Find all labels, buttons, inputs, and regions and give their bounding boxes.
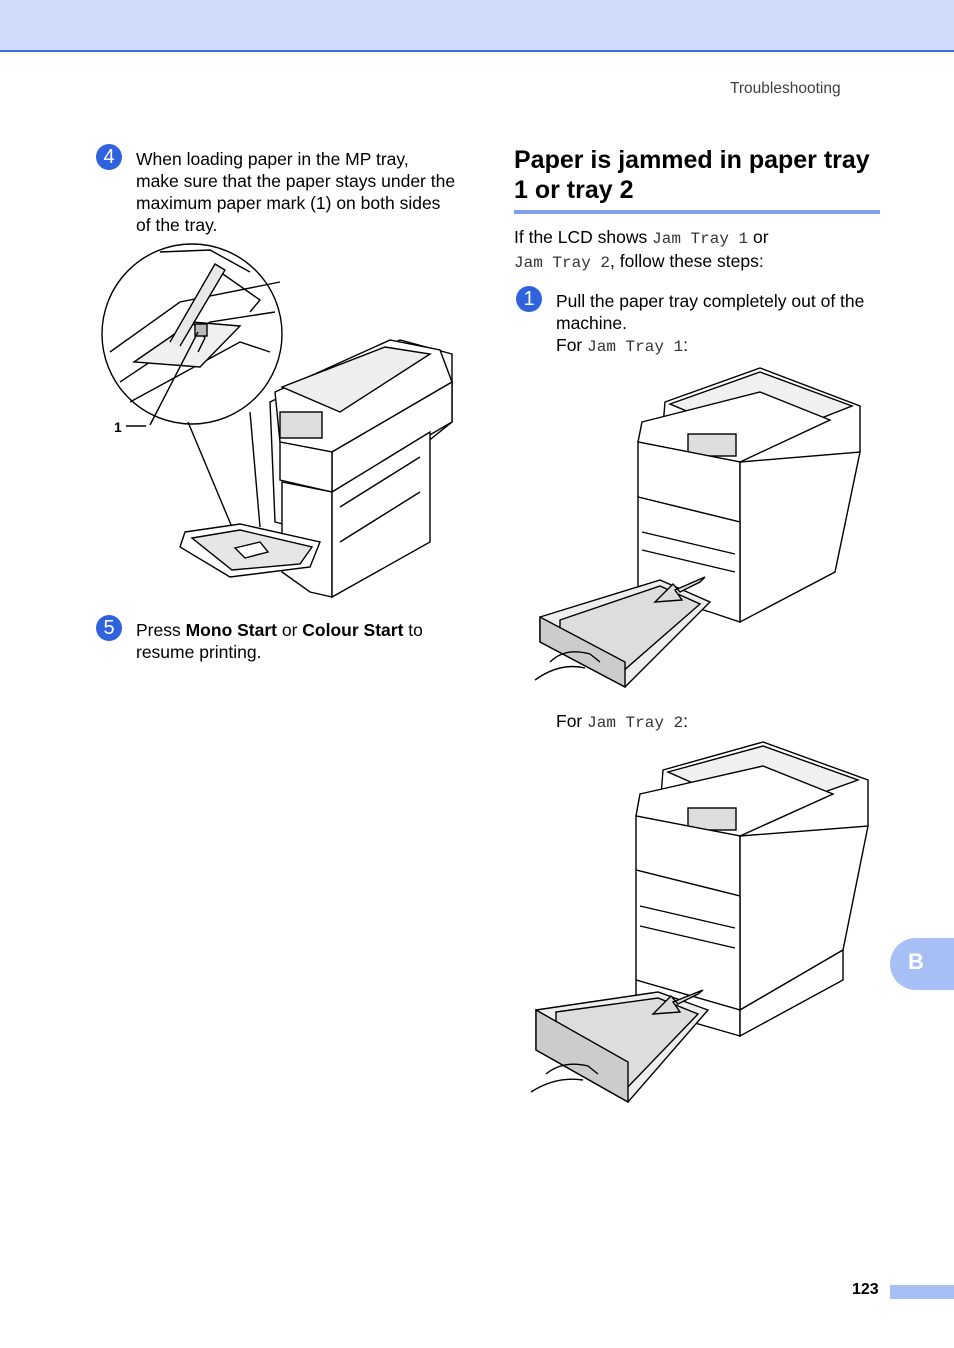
appendix-tab[interactable]: B xyxy=(890,938,954,990)
step-5-text: Press Mono Start or Colour Start to resu… xyxy=(136,620,423,662)
step-badge-4: 4 xyxy=(96,144,122,170)
for-tray-2: For Jam Tray 2: xyxy=(556,711,689,732)
mono-start-label: Mono Start xyxy=(185,620,277,640)
title-rule xyxy=(514,210,880,214)
lcd-message-2: Jam Tray 2 xyxy=(514,254,611,272)
callout-label-1: 1 xyxy=(114,419,122,435)
header-band xyxy=(0,0,954,52)
appendix-tab-label: B xyxy=(908,949,924,974)
step-badge-1: 1 xyxy=(516,286,542,312)
for-tray-1: For Jam Tray 1: xyxy=(556,335,689,356)
intro-text: If the LCD shows Jam Tray 1 or Jam Tray … xyxy=(514,227,769,272)
step-4-text: When loading paper in the MP tray, make … xyxy=(136,149,456,235)
page-number: 123 xyxy=(852,1281,879,1298)
mp-tray-illustration xyxy=(101,243,453,599)
running-head: Troubleshooting xyxy=(730,80,841,97)
step-badge-5: 5 xyxy=(96,615,122,641)
step-1-text: Pull the paper tray completely out of th… xyxy=(556,291,865,333)
tray-2-illustration xyxy=(530,741,869,1104)
page-number-bar xyxy=(890,1285,954,1299)
lcd-message-1: Jam Tray 1 xyxy=(652,230,749,248)
tray-1-illustration xyxy=(534,367,861,689)
colour-start-label: Colour Start xyxy=(302,620,404,640)
section-title: Paper is jammed in paper tray 1 or tray … xyxy=(514,146,870,204)
